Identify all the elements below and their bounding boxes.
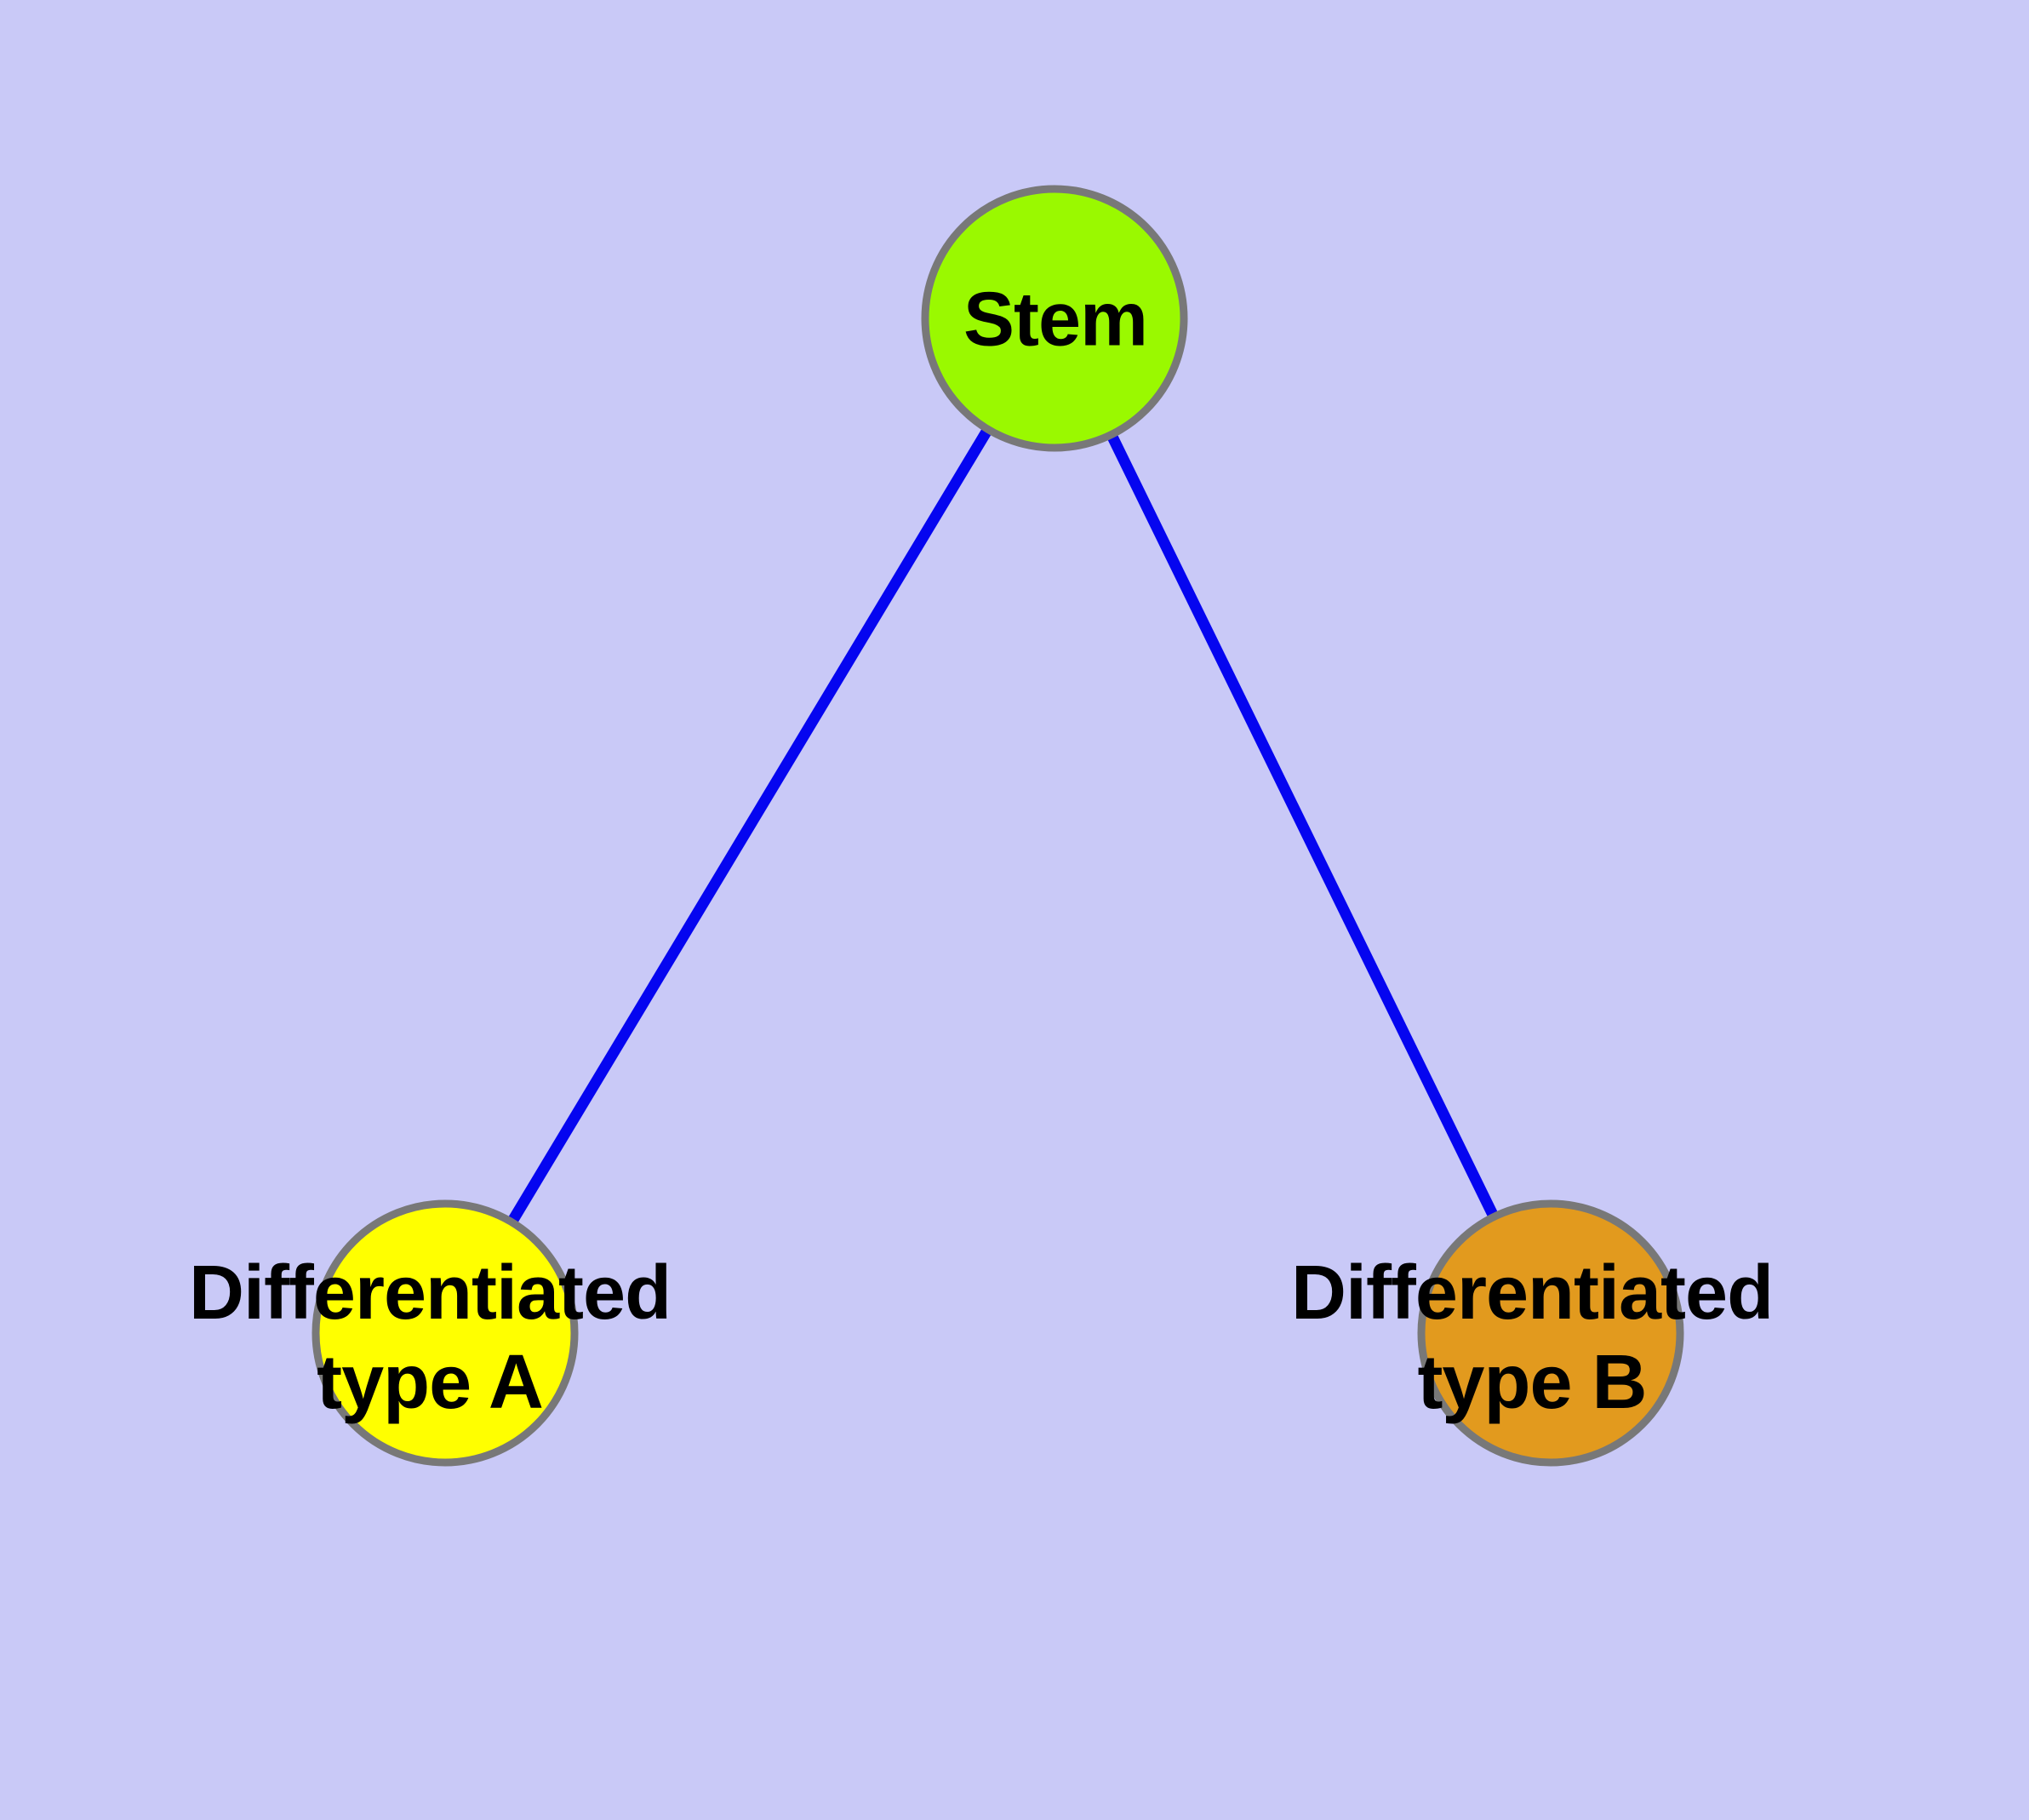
node-stem-label: Stem — [963, 276, 1148, 365]
node-type-a-circle — [311, 1199, 579, 1467]
node-type-b-label-line-2: type B — [1417, 1340, 1647, 1425]
node-type-b-label-line-1: Differentiated — [1290, 1251, 1774, 1336]
node-type-b-label: Differentiated type B — [1290, 1249, 1774, 1428]
edge-stem-to-type-a — [440, 315, 1060, 1336]
edge-stem-to-type-b — [1049, 316, 1556, 1336]
node-type-a-label-line-1: Differentiated — [188, 1251, 672, 1336]
node-stem-circle — [921, 185, 1188, 452]
node-stem-label-line: Stem — [963, 277, 1148, 363]
node-type-a-label-line-2: type A — [317, 1340, 544, 1425]
node-type-b-circle — [1417, 1199, 1684, 1467]
node-type-a-label: Differentiated type A — [188, 1249, 672, 1428]
